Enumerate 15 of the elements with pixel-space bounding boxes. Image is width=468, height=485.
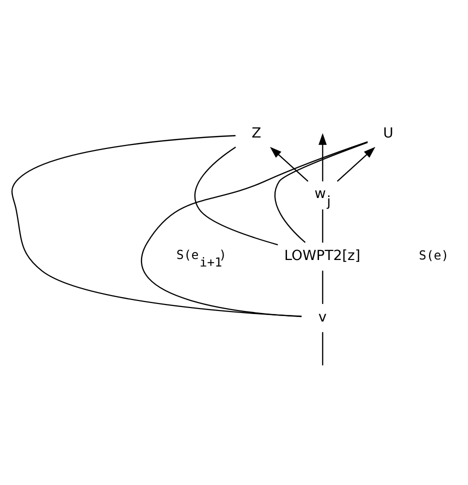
arrow [336, 146, 376, 182]
connector [322, 270, 324, 304]
node-text: LOWPT2[z] [284, 248, 360, 264]
connector [274, 141, 368, 242]
arrow [318, 132, 327, 181]
node-text: Z [252, 124, 262, 141]
connector [194, 146, 278, 245]
arrow [270, 146, 308, 182]
connector [141, 140, 368, 317]
node-text: U [383, 124, 394, 141]
label: S(e) [418, 247, 449, 262]
node-text: v [318, 308, 327, 325]
connector [12, 134, 302, 316]
connector [322, 208, 324, 242]
connector [322, 332, 324, 365]
